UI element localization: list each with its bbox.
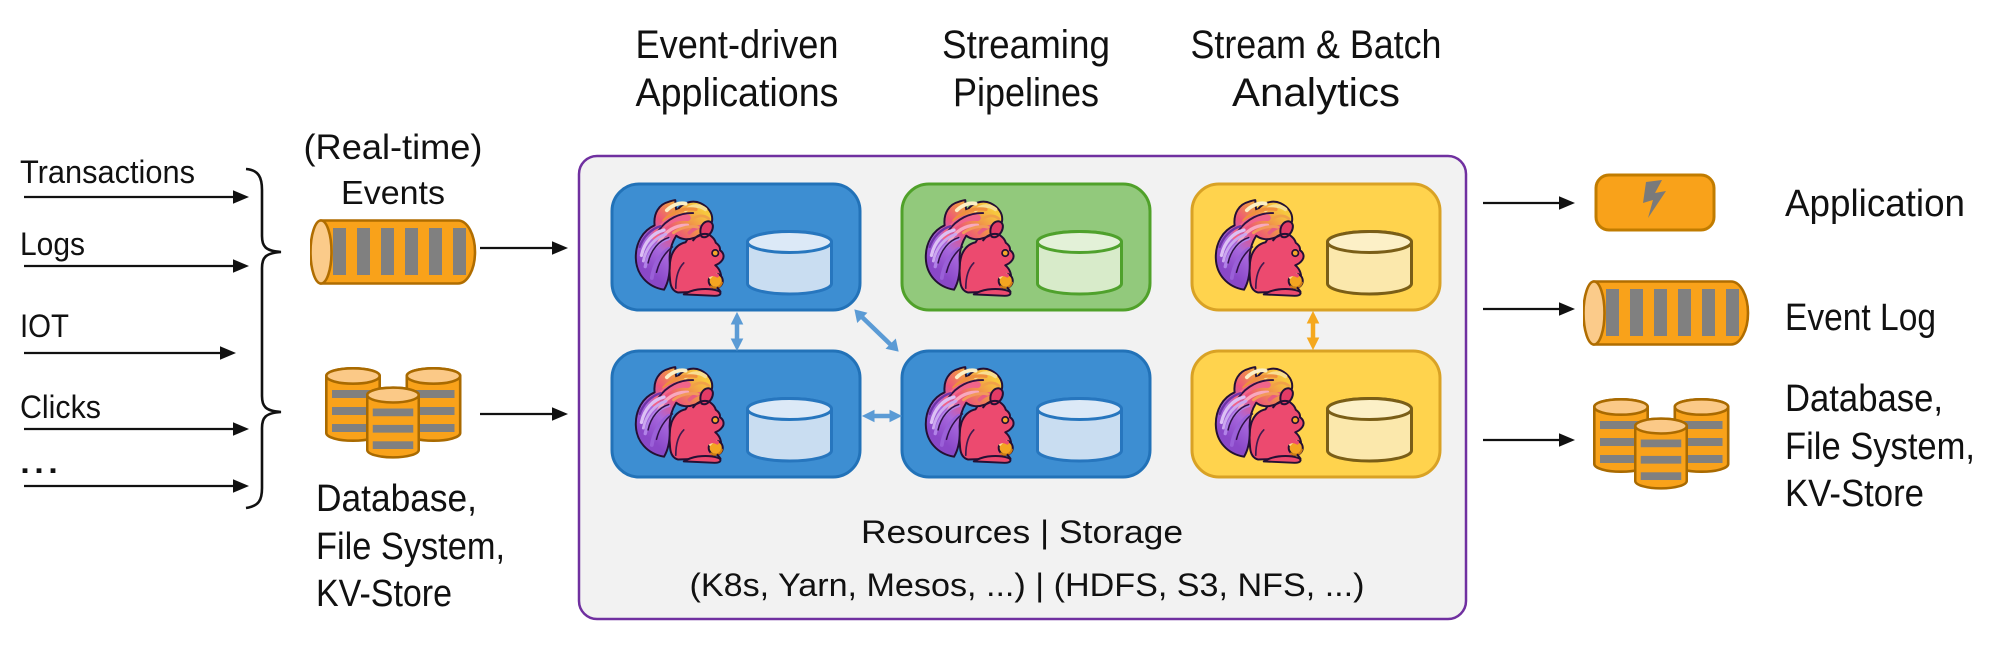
svg-text:Analytics: Analytics (1232, 71, 1400, 115)
svg-text:Clicks: Clicks (20, 389, 101, 425)
svg-text:Events: Events (341, 174, 445, 211)
svg-text:Applications: Applications (636, 71, 839, 115)
svg-text:File System,: File System, (1785, 426, 1975, 468)
svg-text:Event-driven: Event-driven (636, 23, 839, 67)
svg-text:Streaming: Streaming (942, 23, 1110, 67)
svg-text:Event Log: Event Log (1785, 297, 1936, 339)
svg-text:Database,: Database, (316, 478, 477, 520)
svg-text:Transactions: Transactions (20, 154, 195, 190)
svg-text:(K8s, Yarn, Mesos, ...) | (HDF: (K8s, Yarn, Mesos, ...) | (HDFS, S3, NFS… (690, 567, 1365, 603)
svg-text:Application: Application (1785, 183, 1965, 225)
svg-text:(Real-time): (Real-time) (304, 128, 483, 167)
svg-text:IOT: IOT (20, 308, 69, 344)
svg-text:Resources | Storage: Resources | Storage (861, 514, 1183, 550)
svg-text:Stream & Batch: Stream & Batch (1191, 23, 1442, 67)
svg-text:KV-Store: KV-Store (1785, 473, 1924, 515)
svg-text:Pipelines: Pipelines (953, 71, 1099, 115)
svg-text:Logs: Logs (20, 226, 85, 262)
svg-text:File System,: File System, (316, 526, 505, 568)
svg-text:Database,: Database, (1785, 378, 1943, 420)
svg-text:KV-Store: KV-Store (316, 573, 452, 615)
svg-text:...: ... (18, 434, 60, 483)
